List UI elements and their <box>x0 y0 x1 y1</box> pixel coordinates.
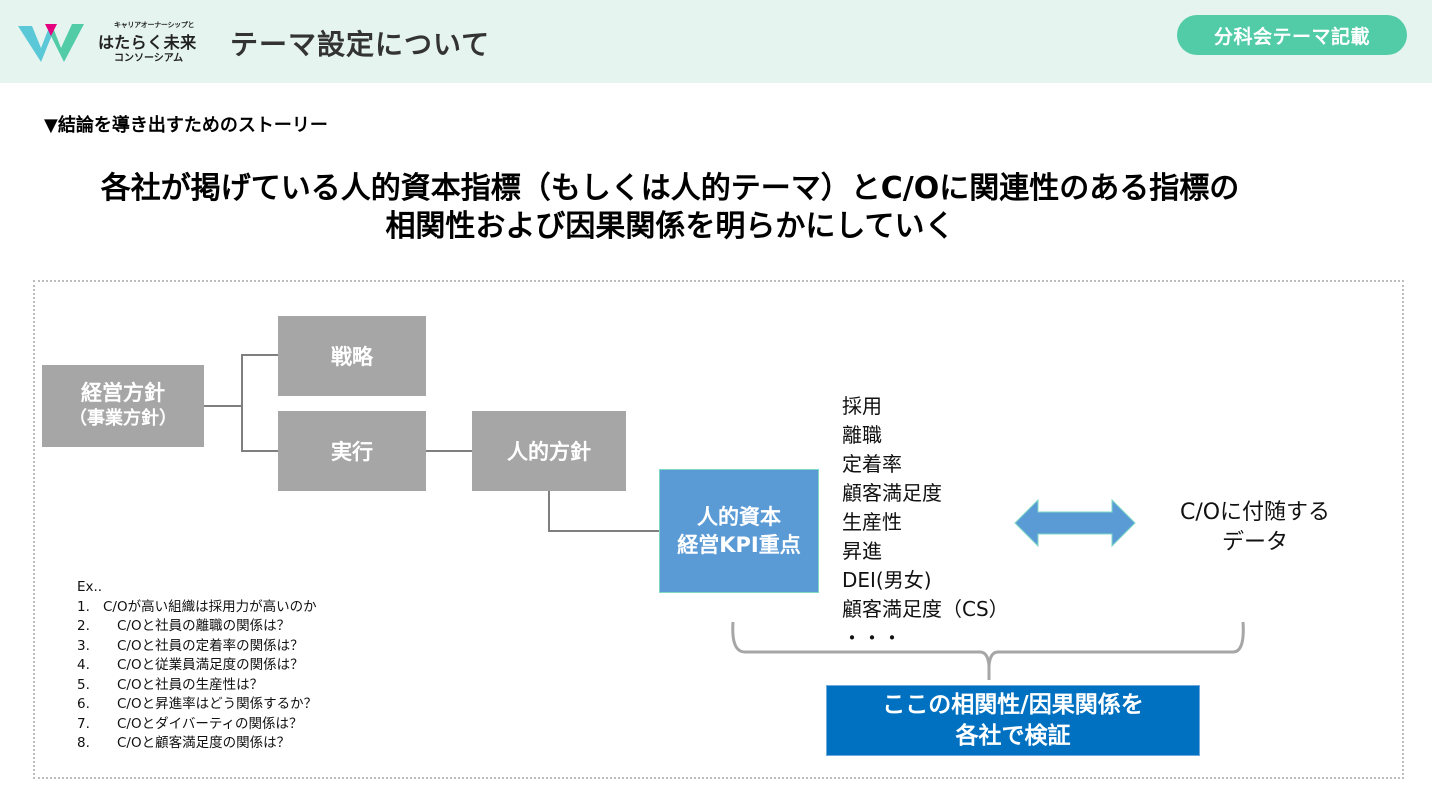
verify-line-2: 各社で検証 <box>955 722 1071 749</box>
connector-to-strategy <box>241 354 278 356</box>
story-heading: ▼結論を導き出すためのストーリー <box>44 115 328 136</box>
example-number: 2. <box>77 618 90 634</box>
example-number: 6. <box>77 696 90 712</box>
logo-name: はたらく未来 <box>98 33 197 52</box>
kpi-item: 採用 <box>842 394 882 418</box>
logo-sub: コンソーシアム <box>114 53 184 64</box>
logo-tagline: キャリアオーナーシップと <box>114 21 195 29</box>
connector-to-execution <box>241 450 278 452</box>
example-text: C/Oと従業員満足度の関係は？ <box>117 657 304 673</box>
header-bar: キャリアオーナーシップと はたらく未来 コンソーシアム テーマ設定について 分科… <box>0 0 1432 83</box>
kpi-item-list: 採用 離職 定着率 顧客満足度 生産性 昇進 DEI(男女) 顧客満足度（CS）… <box>842 392 1009 653</box>
w-logo-icon <box>18 24 84 62</box>
kpi-item: ・・・ <box>842 626 902 650</box>
strategy-box: 戦略 <box>278 316 426 396</box>
example-item: 4. C/Oと従業員満足度の関係は？ <box>77 656 317 676</box>
consortium-logo: キャリアオーナーシップと はたらく未来 コンソーシアム <box>18 20 198 64</box>
example-number: 5. <box>77 676 90 693</box>
business-policy-label: （事業方針） <box>69 408 177 429</box>
page-title: テーマ設定について <box>230 28 491 61</box>
kpi-item: 離職 <box>842 423 882 447</box>
co-data-line-2: データ <box>1221 530 1288 555</box>
execution-box: 実行 <box>278 411 426 491</box>
diagram-frame <box>33 280 1404 779</box>
kpi-box-line-1: 人的資本 <box>697 505 781 529</box>
example-text: C/Oと昇進率はどう関係するか？ <box>117 696 318 712</box>
example-number: 7. <box>77 715 90 732</box>
connector-branch-vertical <box>241 354 243 452</box>
double-arrow-icon <box>1014 498 1136 548</box>
verify-correlation-box: ここの相関性/因果関係を 各社で検証 <box>826 685 1200 756</box>
co-data-line-1: C/Oに付随する <box>1179 500 1331 525</box>
strategy-label: 戦略 <box>331 345 373 369</box>
connector-hr-down <box>548 491 550 532</box>
statement-line-2: 相関性および因果関係を明らかにしていく <box>385 209 955 244</box>
example-text: C/Oと顧客満足度の関係は？ <box>117 735 291 751</box>
kpi-item: 顧客満足度（CS） <box>842 597 1009 621</box>
curly-brace-icon <box>731 621 1245 680</box>
subcommittee-theme-badge: 分科会テーマ記載 <box>1177 15 1407 55</box>
examples-label: Ex.. <box>77 579 103 595</box>
human-capital-kpi-box: 人的資本 経営KPI重点 <box>659 469 819 593</box>
example-item: 8. C/Oと顧客満足度の関係は？ <box>77 734 317 754</box>
connector-hr-to-kpi <box>548 530 659 532</box>
example-text: C/Oとダイバーティの関係は？ <box>117 715 303 732</box>
example-item: 3. C/Oと社員の定着率の関係は？ <box>77 637 317 657</box>
hr-policy-box: 人的方針 <box>472 411 626 491</box>
example-number: 4. <box>77 657 90 673</box>
kpi-item: 顧客満足度 <box>842 481 942 505</box>
execution-label: 実行 <box>331 440 373 464</box>
example-text: C/Oと社員の生産性は？ <box>117 676 264 693</box>
kpi-item: 昇進 <box>842 539 882 563</box>
examples-list: Ex.. 1. C/Oが高い組織は採用力が高いのか 2. C/Oと社員の離職の関係は… <box>77 578 317 754</box>
main-statement: 各社が掲げている人的資本指標（もしくは人的テーマ）とC/Oに関連性のある指標の … <box>0 170 1340 246</box>
connector-execution-to-hr <box>426 450 472 452</box>
example-number: 8. <box>77 735 90 751</box>
co-related-data-label: C/Oに付随する データ <box>1140 498 1370 558</box>
example-item: 1. C/Oが高い組織は採用力が高いのか <box>77 598 317 618</box>
example-text: C/Oと社員の離職の関係は？ <box>117 618 291 634</box>
example-item: 5. C/Oと社員の生産性は？ <box>77 676 317 696</box>
example-item: 6. C/Oと昇進率はどう関係するか？ <box>77 695 317 715</box>
kpi-item: 定着率 <box>842 452 902 476</box>
kpi-item: DEI(男女) <box>842 568 932 592</box>
hr-policy-label: 人的方針 <box>507 440 591 464</box>
management-policy-box: 経営方針 （事業方針） <box>42 365 204 447</box>
verify-line-1: ここの相関性/因果関係を <box>882 691 1144 718</box>
statement-line-1: 各社が掲げている人的資本指標（もしくは人的テーマ）とC/Oに関連性のある指標の <box>100 171 1240 206</box>
kpi-item: 生産性 <box>842 510 902 534</box>
kpi-box-line-2: 経営KPI重点 <box>677 533 801 557</box>
example-number: 3. <box>77 637 90 654</box>
example-item: 7. C/Oとダイバーティの関係は？ <box>77 715 317 735</box>
example-number: 1. <box>77 598 90 615</box>
example-item: 2. C/Oと社員の離職の関係は？ <box>77 617 317 637</box>
example-text: C/Oと社員の定着率の関係は？ <box>117 637 304 654</box>
connector-mgmt-to-branch <box>204 405 242 407</box>
management-policy-label: 経営方針 <box>81 381 165 405</box>
example-text: C/Oが高い組織は採用力が高いのか <box>103 598 317 615</box>
